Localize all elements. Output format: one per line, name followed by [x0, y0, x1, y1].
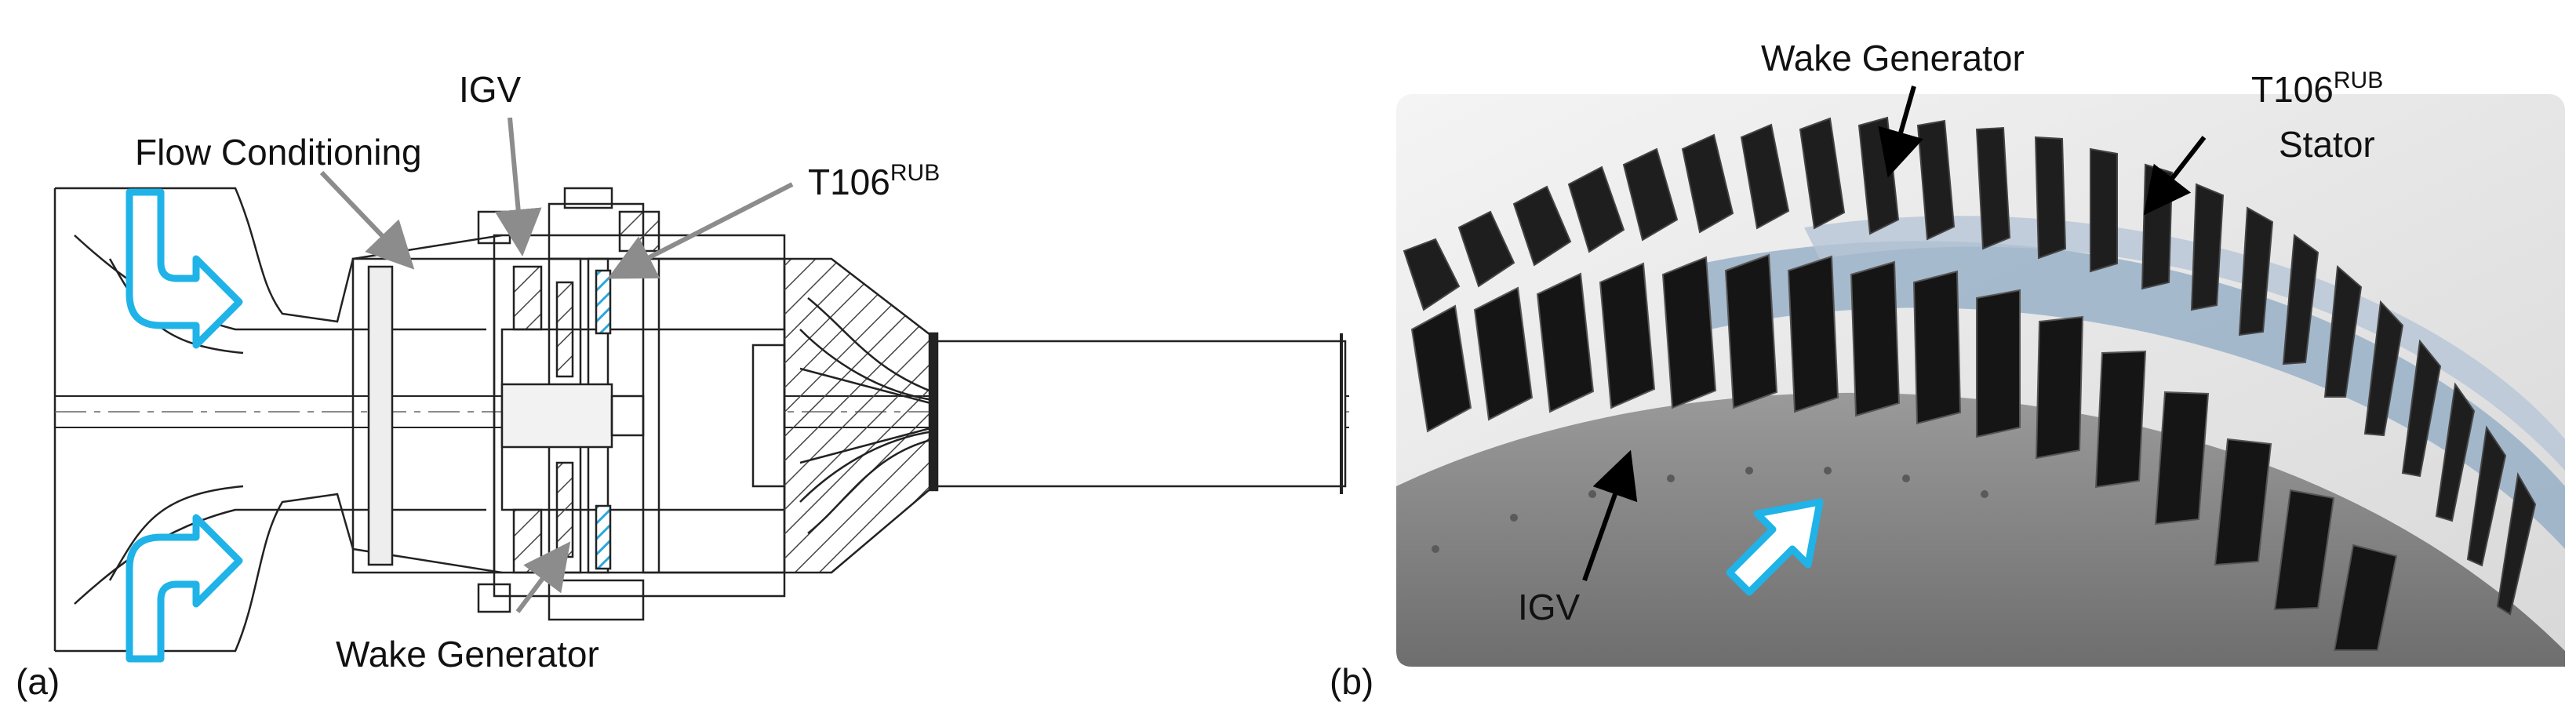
- panel-b-label: (b): [1330, 661, 1374, 702]
- panel-a-drawing: [53, 187, 1349, 653]
- panel-a-leaders: [319, 117, 794, 613]
- stator-label-b: Stator: [2279, 124, 2375, 165]
- t106-label-b: T106RUB: [2251, 67, 2383, 110]
- igv-label-b: IGV: [1518, 587, 1581, 627]
- panel-b-render: [1396, 94, 2565, 667]
- flow-arrow-upper-icon: [126, 188, 243, 349]
- flow-arrow-b-icon: [1726, 498, 1824, 596]
- panel-b-leaders: [1582, 85, 2207, 582]
- wake-generator-label-b: Wake Generator: [1761, 38, 2025, 78]
- panel-a-label: (a): [16, 661, 60, 702]
- t106-label-a: T106RUB: [808, 160, 940, 202]
- igv-label-a: IGV: [459, 69, 522, 110]
- flow-arrow-lower-icon: [126, 514, 243, 663]
- flow-conditioning-label: Flow Conditioning: [135, 132, 422, 173]
- wake-generator-label-a: Wake Generator: [336, 634, 599, 675]
